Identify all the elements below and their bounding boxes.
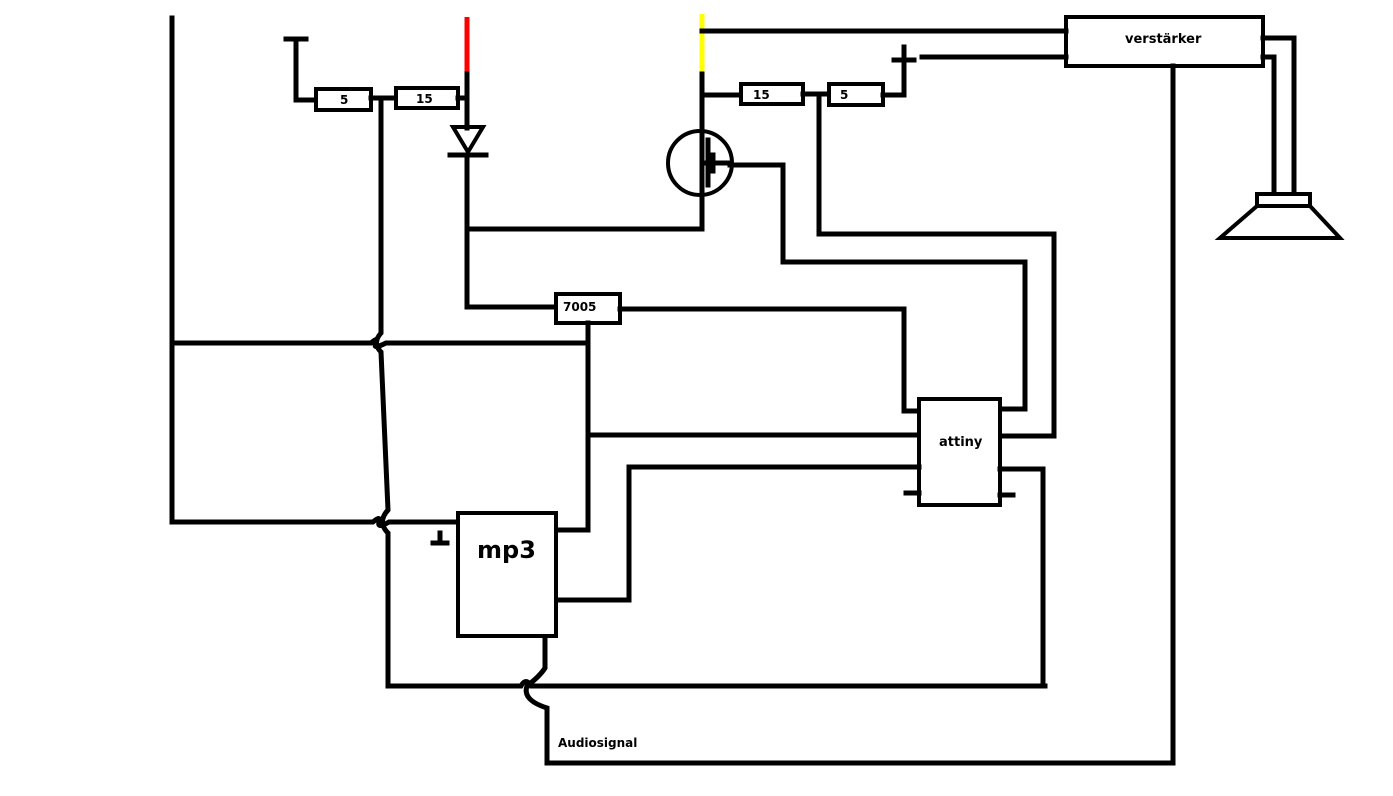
regulator-out-wire [617, 306, 922, 414]
lower-horizontal-wire [169, 516, 461, 528]
mp3-module [456, 511, 558, 638]
resistor-15-right-label: 15 [753, 88, 770, 102]
amplifier-label: verstärker [1125, 32, 1202, 47]
amplifier-audio-in-wire [523, 63, 1176, 766]
speaker-wire-b [1260, 54, 1277, 199]
mp3-label: mp3 [477, 536, 536, 564]
resistor-5-left-label: 5 [340, 93, 348, 107]
attiny-chip [917, 397, 1002, 507]
resistor-5-right-label: 5 [840, 88, 848, 102]
right-tap-wire [816, 91, 1057, 439]
attiny-to-mp3-wire [553, 464, 922, 603]
regulator-ground-wire [553, 320, 591, 533]
attiny-right-loop-wire [997, 466, 1046, 689]
mp3-ground-symbol [430, 530, 450, 546]
regulator-label: 7005 [563, 300, 596, 314]
left-ground-wire [293, 36, 319, 103]
resistor-15-right [739, 82, 805, 106]
right-ground-wire [880, 44, 907, 98]
diode-wire-down [464, 152, 559, 310]
attiny-label: attiny [939, 435, 983, 450]
mosfet-gate-wire [727, 162, 1028, 412]
resistor-15-left-label: 15 [416, 92, 433, 106]
speaker-wire-a [1260, 35, 1297, 199]
diode-to-transistor-wire [464, 187, 705, 232]
resistor-5-right [827, 82, 885, 107]
left-tap-wire [374, 95, 1048, 689]
speaker-cone-icon [1214, 204, 1345, 240]
mosfet-channel-icon [699, 137, 733, 193]
diode-icon [449, 125, 487, 156]
audio-signal-label: Audiosignal [558, 736, 637, 750]
amplifier-box [1064, 15, 1265, 68]
